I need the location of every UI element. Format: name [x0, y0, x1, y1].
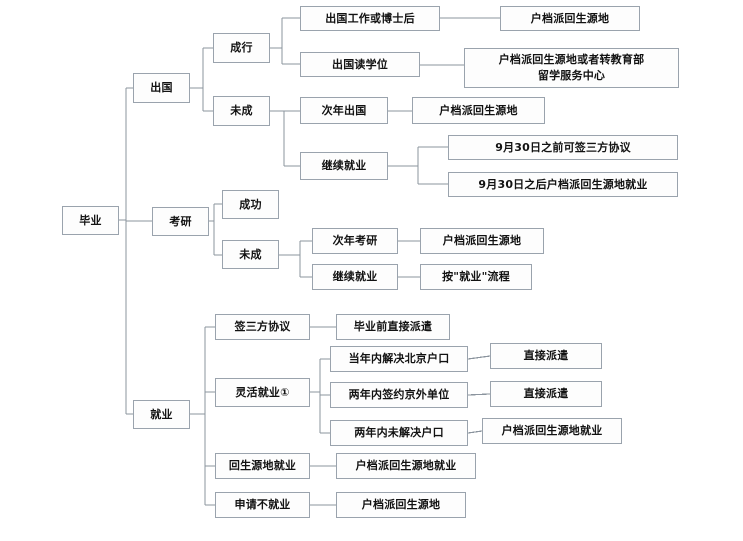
node-sanfang[interactable]: 签三方协议 [215, 314, 310, 340]
node-bujiuye[interactable]: 申请不就业 [215, 492, 310, 518]
node-jixu-jiuye-2[interactable]: 继续就业 [312, 264, 398, 290]
node-cg-work-r[interactable]: 户档派回生源地 [500, 6, 640, 31]
node-weicheng1[interactable]: 未成 [213, 96, 270, 126]
node-weijiejue-r[interactable]: 户档派回生源地就业 [482, 418, 622, 444]
node-cg-degree[interactable]: 出国读学位 [300, 52, 420, 77]
node-chenggong[interactable]: 成功 [222, 190, 279, 219]
node-next-year-cg-r[interactable]: 户档派回生源地 [412, 97, 545, 124]
node-next-year-ky[interactable]: 次年考研 [312, 228, 398, 254]
node-jiuye-liucheng[interactable]: 按"就业"流程 [420, 264, 532, 290]
node-huiyuandi[interactable]: 回生源地就业 [215, 453, 310, 479]
node-jingwai-r[interactable]: 直接派遣 [490, 381, 602, 407]
connector-bj-to-result [467, 355, 491, 360]
node-next-year-cg[interactable]: 次年出国 [300, 97, 388, 124]
node-weicheng2[interactable]: 未成 [222, 240, 279, 269]
node-jixu-jiuye-1[interactable]: 继续就业 [300, 152, 388, 180]
node-beijing-hukou[interactable]: 当年内解决北京户口 [330, 346, 468, 372]
connector-wj-to-result [467, 430, 483, 434]
node-sanfang-r[interactable]: 毕业前直接派遣 [336, 314, 450, 340]
node-jingwai[interactable]: 两年内签约京外单位 [330, 382, 468, 408]
node-sep30-before[interactable]: 9月30日之前可签三方协议 [448, 135, 678, 160]
node-chuguo[interactable]: 出国 [133, 73, 190, 103]
node-cg-degree-r[interactable]: 户档派回生源地或者转教育部 留学服务中心 [464, 48, 679, 88]
node-chengxing[interactable]: 成行 [213, 33, 270, 63]
node-bujiuye-r[interactable]: 户档派回生源地 [336, 492, 466, 518]
node-jiuye[interactable]: 就业 [133, 400, 190, 429]
node-beijing-hukou-r[interactable]: 直接派遣 [490, 343, 602, 369]
node-linghuo[interactable]: 灵活就业① [215, 378, 310, 407]
node-sep30-after[interactable]: 9月30日之后户档派回生源地就业 [448, 172, 678, 197]
node-kaoyan[interactable]: 考研 [152, 207, 209, 236]
node-biye[interactable]: 毕业 [62, 206, 119, 235]
node-next-year-ky-r[interactable]: 户档派回生源地 [420, 228, 544, 254]
node-huiyuandi-r[interactable]: 户档派回生源地就业 [336, 453, 476, 479]
node-weijiejue[interactable]: 两年内未解决户口 [330, 420, 468, 446]
connector-jw-to-result [467, 393, 491, 396]
node-cg-work[interactable]: 出国工作或博士后 [300, 6, 440, 31]
